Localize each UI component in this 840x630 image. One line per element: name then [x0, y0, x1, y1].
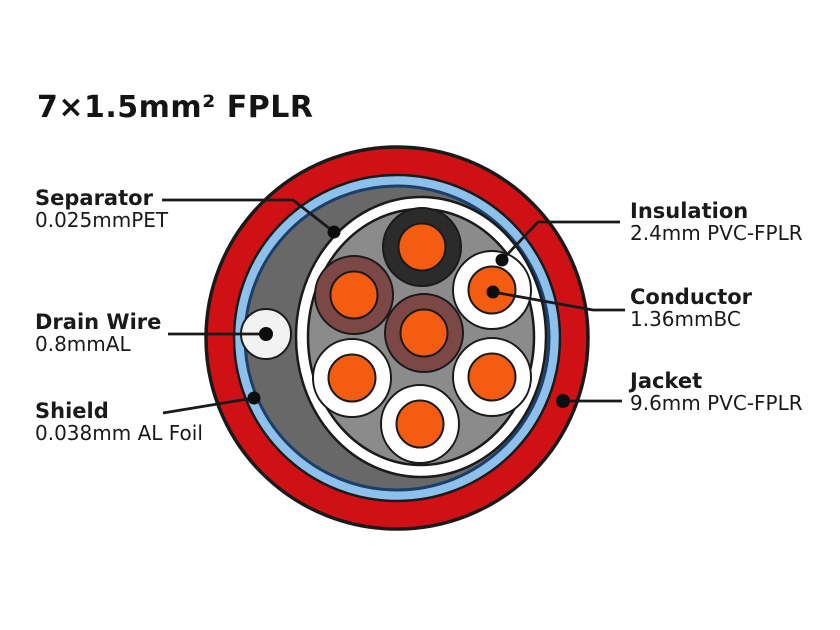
separator-label-value: 0.025mmPET	[35, 208, 169, 232]
core-center-maroon	[384, 293, 464, 373]
insulation-label-value: 2.4mm PVC-FPLR	[630, 221, 803, 245]
shield-leader-line	[162, 396, 255, 415]
core-top-black	[382, 207, 462, 287]
core-conductor	[397, 222, 447, 272]
drain-wire-label: Drain Wire 0.8mmAL	[35, 311, 161, 355]
leader-dots	[247, 225, 570, 408]
core-lowerleft-white	[312, 338, 392, 418]
shield-label-value: 0.038mm AL Foil	[35, 421, 203, 445]
core-lowerright-white	[452, 337, 532, 417]
separator-label-name: Separator	[35, 186, 153, 210]
insulation-label-name: Insulation	[630, 199, 749, 223]
conductor-label-name: Conductor	[630, 285, 753, 309]
insulation-leader-dot	[495, 253, 509, 267]
conductor-label-value: 1.36mmBC	[630, 307, 741, 331]
core-conductor	[395, 399, 445, 449]
jacket-label-value: 9.6mm PVC-FPLR	[630, 391, 803, 415]
shield-leader-dot	[247, 391, 261, 405]
jacket-label: Jacket 9.6mm PVC-FPLR	[630, 370, 803, 414]
jacket-label-name: Jacket	[630, 369, 703, 393]
core-conductor	[467, 352, 517, 402]
jacket-leader-dot	[556, 394, 570, 408]
drain-wire-leader-dot	[259, 327, 273, 341]
separator-leader-line	[162, 198, 335, 234]
core-upperleft-maroon	[314, 255, 394, 335]
conductor-leader-dot	[486, 285, 500, 299]
diagram-title: 7×1.5mm² FPLR	[37, 90, 314, 125]
shield-label-name: Shield	[35, 399, 109, 423]
leader-lines	[162, 198, 625, 415]
separator-label: Separator 0.025mmPET	[35, 187, 168, 231]
core-conductor	[329, 270, 379, 320]
conductor-label: Conductor 1.36mmBC	[630, 286, 752, 330]
core-conductor	[327, 353, 377, 403]
conductor-leader-line	[492, 290, 625, 312]
insulation-label: Insulation 2.4mm PVC-FPLR	[630, 200, 803, 244]
drain-wire-label-name: Drain Wire	[35, 310, 162, 334]
core-bottom-white	[380, 384, 460, 464]
insulation-leader-line	[500, 220, 620, 261]
separator-leader-dot	[327, 225, 341, 239]
core-conductor	[399, 308, 449, 358]
shield-label: Shield 0.038mm AL Foil	[35, 400, 203, 444]
drain-wire-label-value: 0.8mmAL	[35, 332, 131, 356]
